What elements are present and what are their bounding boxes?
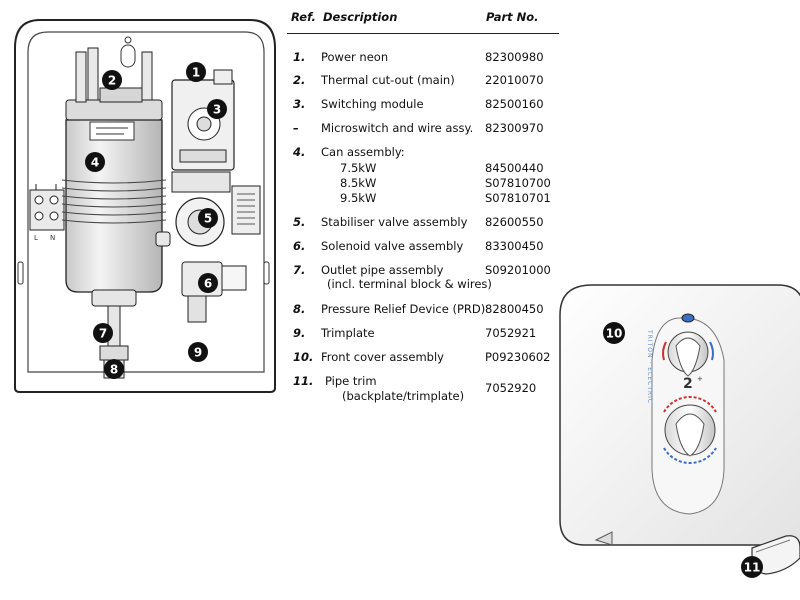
row-note: (incl. terminal block & wires) <box>327 277 492 291</box>
callout-5: 5 <box>198 208 218 228</box>
callout-3: 3 <box>207 99 227 119</box>
svg-text:6: 6 <box>204 277 212 291</box>
can-assembly <box>61 99 167 307</box>
svg-text:9: 9 <box>194 346 202 360</box>
svg-text:1: 1 <box>192 66 200 80</box>
terminal-label-n: N <box>50 234 55 242</box>
variant-part-no: S07810700 <box>485 176 551 190</box>
variant-rating: 9.5kW <box>340 191 377 205</box>
callout-4: 4 <box>85 152 105 172</box>
svg-text:10: 10 <box>606 327 623 341</box>
power-level-label: 2 <box>683 376 693 392</box>
svg-text:3: 3 <box>213 103 221 117</box>
header-ref: Ref. <box>291 10 316 24</box>
terminal-block: L N <box>29 184 65 242</box>
cover-brand-text: TRITON · ELECTRIC <box>646 329 653 404</box>
inlet-pipework <box>75 47 153 103</box>
callout-11: 11 <box>741 556 763 578</box>
svg-text:8: 8 <box>110 363 118 377</box>
variant-rating: 7.5kW <box>340 161 377 175</box>
switching-module <box>171 69 235 171</box>
variant-part-no: 84500440 <box>485 161 544 175</box>
terminal-label-l: L <box>34 234 38 242</box>
svg-text:4: 4 <box>91 156 99 170</box>
callout-8: 8 <box>104 359 124 379</box>
variant-rating: 8.5kW <box>340 176 377 190</box>
callout-10: 10 <box>603 322 625 344</box>
header-rule <box>287 33 559 34</box>
front-cover: 2 + TRITON · ELECTRIC <box>559 284 800 546</box>
callout-6: 6 <box>198 273 218 293</box>
power-level-plus: + <box>697 375 703 383</box>
callout-9: 9 <box>188 342 208 362</box>
svg-text:2: 2 <box>108 74 116 88</box>
svg-text:5: 5 <box>204 212 212 226</box>
callout-2: 2 <box>102 70 122 90</box>
svg-text:11: 11 <box>744 561 761 575</box>
svg-text:7: 7 <box>99 327 107 341</box>
header-part-no: Part No. <box>486 10 539 24</box>
control-pcb <box>231 185 261 235</box>
variant-part-no: S07810701 <box>485 191 551 205</box>
callout-1: 1 <box>186 62 206 82</box>
row-note: (backplate/trimplate) <box>342 389 465 403</box>
header-description: Description <box>323 10 398 24</box>
callout-7: 7 <box>93 323 113 343</box>
